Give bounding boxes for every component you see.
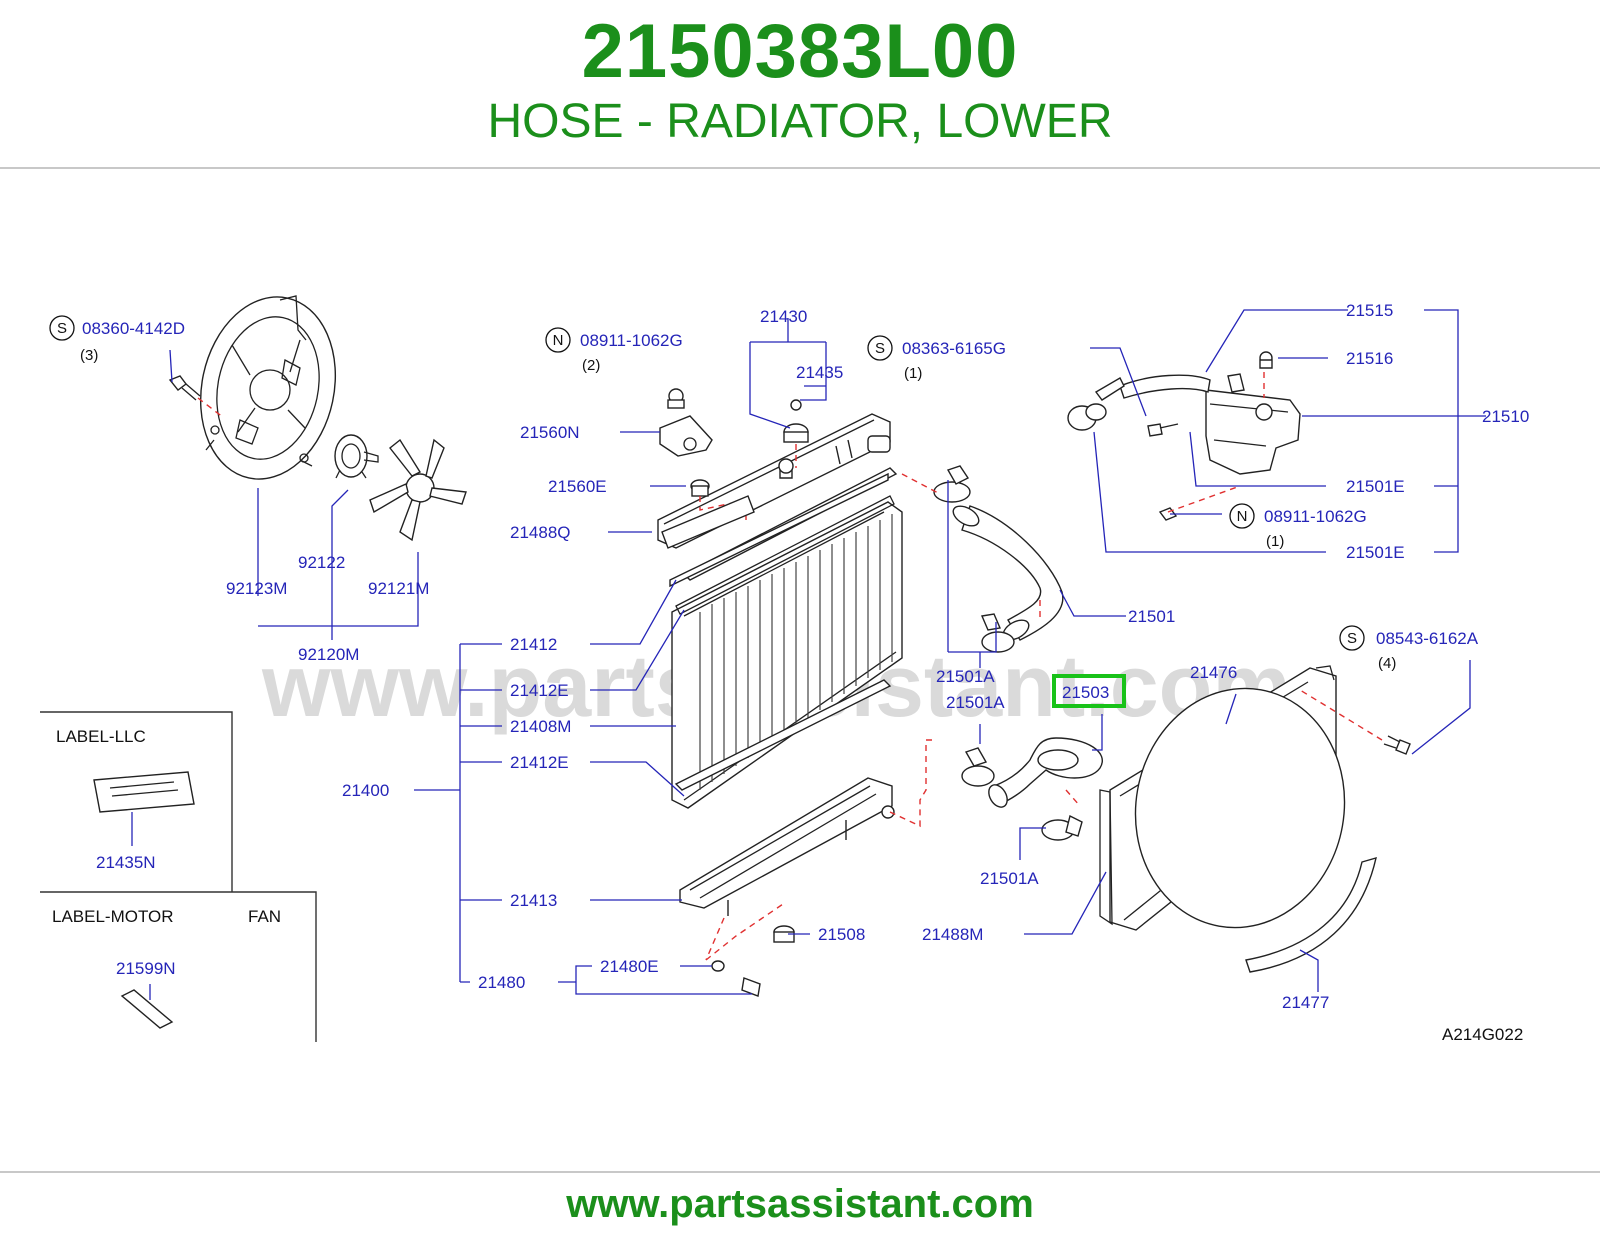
- label-21516[interactable]: 21516: [1346, 349, 1393, 368]
- svg-text:S: S: [875, 340, 885, 357]
- seal-strip-drawing: [669, 467, 898, 791]
- qty-08911a: (2): [582, 357, 600, 374]
- header-divider: [0, 167, 1600, 169]
- label-21501e-1[interactable]: 21501E: [1346, 477, 1405, 496]
- label-08911-1062g-b[interactable]: 08911-1062G: [1264, 507, 1367, 526]
- footer-divider: [0, 1171, 1600, 1173]
- label-21477[interactable]: 21477: [1282, 993, 1329, 1012]
- parts-diagram: www.partsassistant.com: [40, 295, 1529, 1044]
- qty-08363: (1): [904, 365, 922, 382]
- svg-text:S: S: [1347, 630, 1357, 647]
- svg-text:S: S: [57, 320, 67, 337]
- qty-08543: (4): [1378, 655, 1396, 672]
- label-21480[interactable]: 21480: [478, 973, 525, 992]
- svg-text:N: N: [553, 332, 564, 349]
- legend-label-motor-title: LABEL-MOTOR: [52, 907, 174, 926]
- leader-lines: [169, 309, 1486, 995]
- s-circle-08543: S: [1339, 625, 1365, 651]
- footer-website-link[interactable]: www.partsassistant.com: [566, 1182, 1034, 1226]
- svg-text:N: N: [1237, 508, 1248, 525]
- label-21501a-2[interactable]: 21501A: [946, 693, 1005, 712]
- header: 2150383L00 HOSE - RADIATOR, LOWER: [0, 0, 1600, 168]
- label-08360-4142d[interactable]: 08360-4142D: [82, 319, 185, 338]
- label-21412[interactable]: 21412: [510, 635, 557, 654]
- legend-label-llc-title: LABEL-LLC: [56, 727, 146, 746]
- label-92120m[interactable]: 92120M: [298, 645, 359, 664]
- label-21430[interactable]: 21430: [760, 307, 807, 326]
- label-21501[interactable]: 21501: [1128, 607, 1175, 626]
- label-92121m[interactable]: 92121M: [368, 579, 429, 598]
- label-21599n[interactable]: 21599N: [116, 959, 176, 978]
- label-21412e-2[interactable]: 21412E: [510, 753, 569, 772]
- radiator-lower-tank-drawing: [679, 777, 895, 916]
- label-08911-1062g-a[interactable]: 08911-1062G: [580, 331, 683, 350]
- diagram-code: A214G022: [1442, 1025, 1523, 1044]
- upper-radiator-hose-drawing: [901, 465, 1064, 653]
- cooling-fan-blade-drawing: [369, 438, 467, 542]
- label-21560e[interactable]: 21560E: [548, 477, 607, 496]
- label-21488m[interactable]: 21488M: [922, 925, 983, 944]
- highlight-21503: [1052, 674, 1126, 708]
- label-21413[interactable]: 21413: [510, 891, 557, 910]
- part-number: 2150383L00: [581, 9, 1019, 94]
- fan-motor-drawing: [334, 434, 379, 479]
- n-circle-08911a: N: [545, 327, 571, 353]
- label-92122[interactable]: 92122: [298, 553, 345, 572]
- label-21501a-3[interactable]: 21501A: [980, 869, 1039, 888]
- part-name: HOSE - RADIATOR, LOWER: [487, 95, 1113, 148]
- label-21560n[interactable]: 21560N: [520, 423, 580, 442]
- legend-label-llc: LABEL-LLC 21435N: [40, 711, 233, 892]
- label-21508[interactable]: 21508: [818, 925, 865, 944]
- label-21510[interactable]: 21510: [1482, 407, 1529, 426]
- lower-radiator-hose-drawing: [889, 737, 1103, 841]
- label-21501e-2[interactable]: 21501E: [1346, 543, 1405, 562]
- radiator-core-drawing: [671, 495, 903, 809]
- radiator-shroud-drawing: [1099, 665, 1346, 931]
- label-21400[interactable]: 21400: [342, 781, 389, 800]
- qty-08911b: (1): [1266, 533, 1284, 550]
- drain-cock-drawing: [705, 901, 795, 997]
- reservoir-tank-drawing: [1067, 351, 1301, 521]
- label-08543-6162a[interactable]: 08543-6162A: [1376, 629, 1479, 648]
- qty-08360: (3): [80, 347, 98, 364]
- bracket-21560n-drawing: [659, 388, 713, 457]
- label-21476[interactable]: 21476: [1190, 663, 1237, 682]
- label-21412e-1[interactable]: 21412E: [510, 681, 569, 700]
- label-21488q[interactable]: 21488Q: [510, 523, 571, 542]
- legend-fan-title: FAN: [248, 907, 281, 926]
- upper-rubber-mount-drawing: [661, 495, 755, 549]
- n-circle-08911b: N: [1229, 503, 1255, 529]
- label-08363-6165g[interactable]: 08363-6165G: [902, 339, 1006, 358]
- label-21408m[interactable]: 21408M: [510, 717, 571, 736]
- legend-label-motor-fan: LABEL-MOTOR FAN 21599N: [40, 891, 317, 1042]
- s-circle-08360: S: [49, 315, 75, 341]
- label-92123m[interactable]: 92123M: [226, 579, 287, 598]
- label-21515[interactable]: 21515: [1346, 301, 1393, 320]
- shroud-lower-drawing: [1245, 857, 1377, 973]
- label-21480e[interactable]: 21480E: [600, 957, 659, 976]
- fan-bolt-drawing: [168, 375, 225, 419]
- fan-shroud-motor-drawing: [199, 295, 337, 480]
- shroud-bolt-drawing: [1299, 689, 1411, 755]
- label-21503[interactable]: 21503: [1062, 683, 1109, 702]
- s-circle-08363: S: [867, 335, 893, 361]
- label-21435n[interactable]: 21435N: [96, 853, 156, 872]
- label-21435[interactable]: 21435: [796, 363, 843, 382]
- label-21501a-1[interactable]: 21501A: [936, 667, 995, 686]
